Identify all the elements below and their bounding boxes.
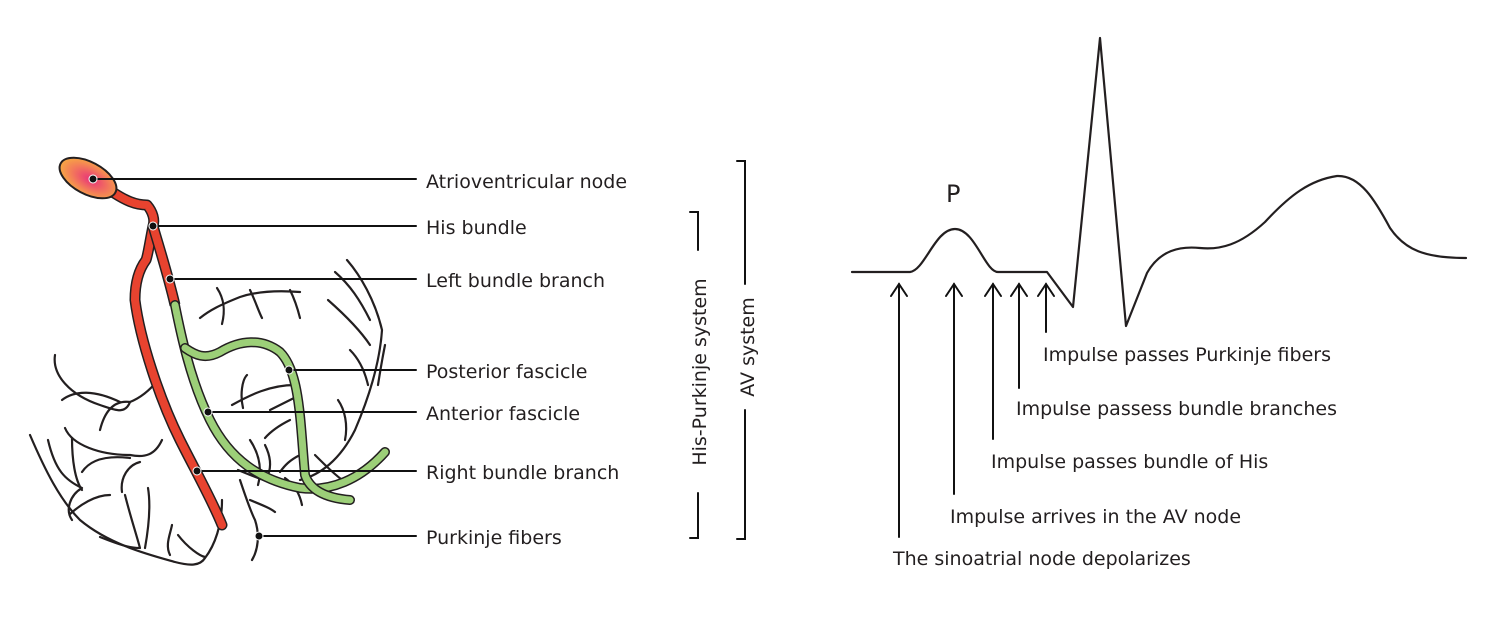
- av-system-bracket: [736, 160, 746, 540]
- label-posterior-fascicle: Posterior fascicle: [426, 361, 587, 383]
- annotation-av-node: Impulse arrives in the AV node: [950, 506, 1241, 528]
- label-purkinje-fibers: Purkinje fibers: [426, 527, 562, 549]
- his-purkinje-bracket: [689, 211, 699, 539]
- annotation-sa-node: The sinoatrial node depolarizes: [892, 548, 1191, 570]
- arrow-bundle-of-his: [984, 282, 1002, 440]
- label-right-bundle-branch: Right bundle branch: [426, 462, 619, 484]
- av-node-shape: [58, 156, 118, 200]
- leader-lines: [88, 174, 417, 541]
- av-system-label: AV system: [737, 297, 759, 397]
- label-anterior-fascicle: Anterior fascicle: [426, 403, 580, 425]
- arrow-av-node: [945, 282, 963, 495]
- left-bundle-fascicles-shape: [170, 300, 390, 505]
- purkinje-fiber-network: [28, 258, 387, 566]
- annotation-bundle-branches: Impulse passess bundle branches: [1016, 398, 1337, 420]
- label-av-node: Atrioventricular node: [426, 171, 627, 193]
- his-purkinje-system-label: His-Purkinje system: [689, 278, 711, 465]
- label-his-bundle: His bundle: [426, 217, 527, 239]
- annotation-purkinje: Impulse passes Purkinje fibers: [1043, 344, 1331, 366]
- arrow-sa-node: [890, 282, 908, 538]
- annotation-bundle-of-his: Impulse passes bundle of His: [991, 451, 1268, 473]
- arrow-bundle-branches: [1010, 282, 1028, 389]
- ecg-arrows: [890, 282, 1055, 538]
- ecg-waveform: [850, 36, 1468, 328]
- right-bundle-branch-shape: [108, 187, 228, 531]
- label-left-bundle-branch: Left bundle branch: [426, 270, 605, 292]
- p-wave-label: P: [946, 180, 960, 208]
- arrow-purkinje: [1037, 282, 1055, 333]
